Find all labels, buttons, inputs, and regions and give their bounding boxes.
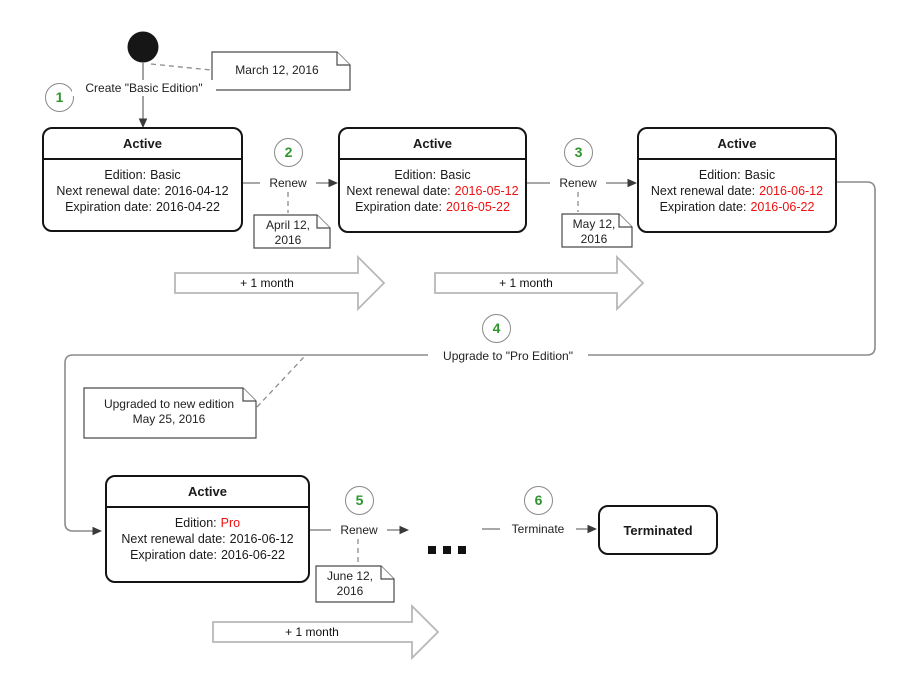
note-line: May 12, — [572, 217, 616, 231]
state-active-3: Active Edition:Basic Next renewal date:2… — [637, 127, 837, 233]
state-active-2: Active Edition:Basic Next renewal date:2… — [338, 127, 527, 233]
step-2-badge: 2 — [274, 138, 303, 167]
plus-month-label-2: + 1 month — [499, 276, 553, 290]
plus-month-arrow-1 — [174, 254, 386, 312]
field-label: Edition: — [174, 516, 217, 530]
note-june: June 12, 2016 — [314, 569, 386, 598]
note-april: April 12, 2016 — [252, 218, 324, 247]
note-may: May 12, 2016 — [560, 217, 628, 246]
plus-month-label-3: + 1 month — [285, 625, 339, 639]
field-label: Next renewal date: — [56, 184, 161, 198]
field-value: Pro — [220, 516, 241, 530]
field-label: Expiration date: — [130, 548, 217, 562]
state-row: Next renewal date:2016-06-12 — [107, 531, 308, 547]
state-title: Active — [340, 129, 525, 160]
note-shape-upgraded — [83, 387, 257, 439]
field-value: Basic — [150, 168, 181, 182]
state-title: Active — [44, 129, 241, 160]
field-value: 2016-04-12 — [164, 184, 229, 198]
field-label: Expiration date: — [65, 200, 152, 214]
note-line: 2016 — [274, 232, 302, 247]
state-row: Edition:Pro — [107, 515, 308, 531]
note-shape-march — [211, 51, 351, 91]
note-shape-june — [315, 565, 395, 603]
field-value: 2016-05-22 — [445, 200, 510, 214]
initial-state-icon — [127, 31, 159, 63]
state-title: Terminated — [623, 522, 693, 538]
state-row: Expiration date:2016-04-22 — [44, 199, 241, 215]
renew-5-transition-label: Renew — [331, 522, 387, 538]
field-label: Edition: — [394, 168, 437, 182]
state-active-4: Active Edition:Pro Next renewal date:201… — [105, 475, 310, 583]
plus-month-label-1: + 1 month — [240, 276, 294, 290]
note-line: June 12, — [326, 569, 374, 583]
state-row: Expiration date:2016-06-22 — [639, 199, 835, 215]
step-3-badge: 3 — [564, 138, 593, 167]
field-value: Basic — [440, 168, 471, 182]
note-line: 2016 — [580, 231, 608, 246]
state-row: Edition:Basic — [639, 167, 835, 183]
plus-month-arrow-3 — [212, 603, 440, 661]
ellipsis-dot — [458, 546, 466, 554]
renew-3-transition-label: Renew — [550, 175, 606, 191]
field-label: Expiration date: — [659, 200, 747, 214]
note-upgraded: Upgraded to new edition May 25, 2016 — [88, 397, 250, 426]
note-line: Upgraded to new edition — [103, 397, 235, 411]
field-value: 2016-06-22 — [750, 200, 815, 214]
upgrade-transition-label: Upgrade to "Pro Edition" — [428, 348, 588, 364]
state-row: Next renewal date:2016-05-12 — [340, 183, 525, 199]
field-label: Edition: — [698, 168, 741, 182]
state-row: Edition:Basic — [340, 167, 525, 183]
field-value: 2016-06-12 — [229, 532, 294, 546]
state-row: Edition:Basic — [44, 167, 241, 183]
plus-month-arrow-2 — [434, 254, 645, 312]
field-label: Next renewal date: — [121, 532, 226, 546]
field-value: 2016-05-12 — [454, 184, 519, 198]
note-march: March 12, 2016 — [235, 63, 319, 77]
field-value: 2016-04-22 — [155, 200, 220, 214]
terminate-transition-label: Terminate — [500, 521, 576, 537]
field-label: Next renewal date: — [650, 184, 756, 198]
renew-2-transition-label: Renew — [260, 175, 316, 191]
ellipsis-dot — [443, 546, 451, 554]
note-line: April 12, — [265, 218, 311, 232]
note-connector-upgraded — [256, 356, 305, 408]
field-label: Edition: — [104, 168, 147, 182]
state-row: Next renewal date:2016-06-12 — [639, 183, 835, 199]
note-connector-march — [150, 63, 212, 71]
state-row: Expiration date:2016-06-22 — [107, 547, 308, 563]
ellipsis-icon — [428, 546, 466, 554]
step-5-badge: 5 — [345, 486, 374, 515]
state-row: Next renewal date:2016-04-12 — [44, 183, 241, 199]
note-shape-may — [561, 213, 633, 248]
state-terminated: Terminated — [598, 505, 718, 555]
state-row: Expiration date:2016-05-22 — [340, 199, 525, 215]
create-transition-label: Create "Basic Edition" — [72, 80, 216, 96]
state-title: Active — [107, 477, 308, 508]
note-line: 2016 — [336, 583, 364, 598]
note-line: May 25, 2016 — [132, 411, 206, 426]
note-shape-april — [253, 214, 331, 249]
field-value: Basic — [744, 168, 776, 182]
state-active-1: Active Edition:Basic Next renewal date:2… — [42, 127, 243, 232]
state-title: Active — [639, 129, 835, 160]
field-value: 2016-06-22 — [220, 548, 285, 562]
ellipsis-dot — [428, 546, 436, 554]
step-4-badge: 4 — [482, 314, 511, 343]
field-label: Expiration date: — [355, 200, 442, 214]
field-value: 2016-06-12 — [759, 184, 824, 198]
step-1-badge: 1 — [45, 83, 74, 112]
step-6-badge: 6 — [524, 486, 553, 515]
field-label: Next renewal date: — [346, 184, 451, 198]
